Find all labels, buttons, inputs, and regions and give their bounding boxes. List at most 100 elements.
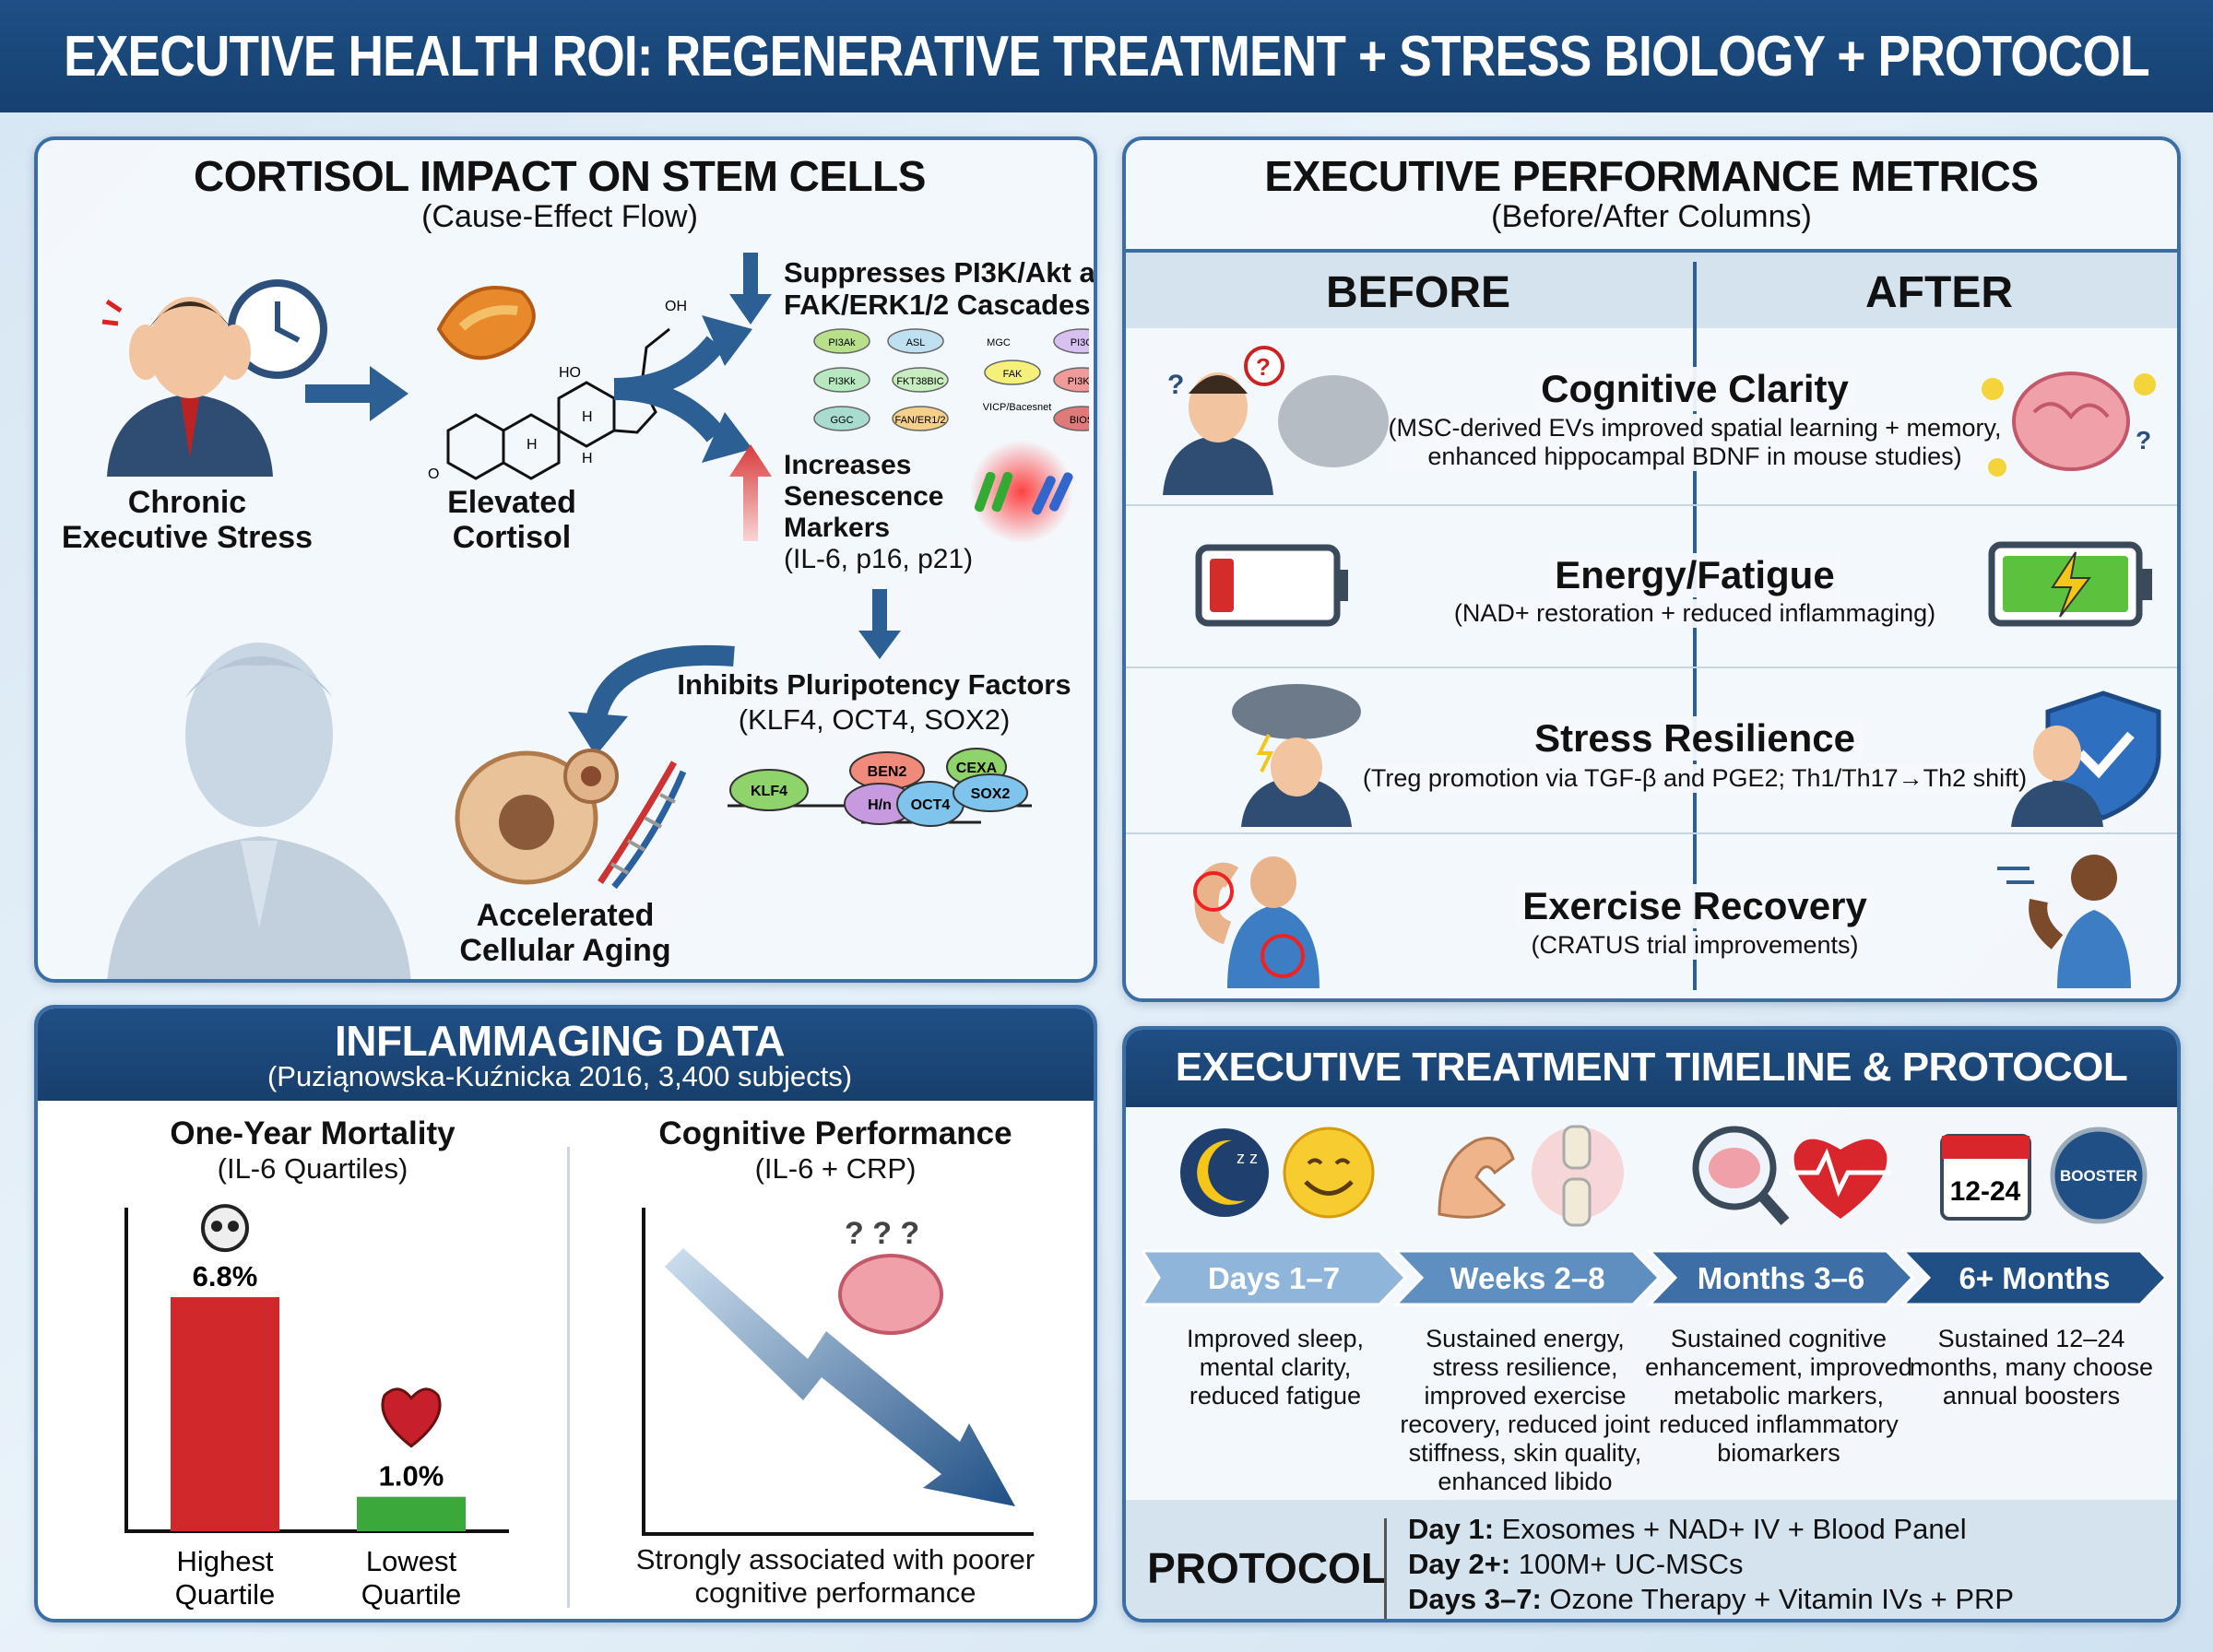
gene-label: BEN2 [868, 764, 907, 780]
phase-desc-line: biomarkers [1717, 1439, 1840, 1467]
phase-desc-line: improved exercise [1424, 1382, 1627, 1410]
stress-label-line: Executive Stress [61, 520, 314, 555]
confused-man-icon: ?? [1163, 346, 1389, 495]
metric-desc: (Treg promotion via TGF-β and PGE2; Th1/… [1362, 764, 2028, 793]
phase-icons-1: z z [1180, 1127, 1375, 1219]
metric-desc: (NAD+ restoration + reduced inflammaging… [1453, 599, 1936, 628]
increase-line: Increases [784, 450, 912, 480]
chevron [1899, 1249, 2166, 1306]
timeline-phase-1: Days 1–7 [1142, 1249, 1408, 1306]
senescence-protein-icon [969, 440, 1074, 544]
booster-badge-icon: BOOSTER [2050, 1127, 2148, 1224]
brain-icon [838, 1254, 943, 1335]
pathway-node [1053, 328, 1089, 354]
gene-label: OCT4 [911, 797, 951, 813]
metric-title: Cognitive Clarity [1533, 367, 1856, 411]
bar [357, 1496, 466, 1531]
protocol-day: Day 1: [1408, 1513, 1495, 1545]
phase-desc-line: reduced inflammatory [1659, 1410, 1899, 1438]
gene-label: H/n [868, 797, 892, 813]
phase-desc-line: stress resilience, [1432, 1353, 1618, 1381]
svg-text:?: ? [1167, 370, 1184, 400]
silhouette-icon [107, 643, 411, 979]
chevron [1392, 1249, 1662, 1306]
shield-man-icon [2011, 690, 2161, 827]
pathway-node-label: PI3Ak [828, 337, 856, 348]
runner-icon [1997, 855, 2131, 988]
metric-title: Stress Resilience [1527, 716, 1863, 761]
pathway-node [813, 406, 870, 431]
timeline-phase-4: 6+ Months [1899, 1249, 2166, 1306]
heart-icon [381, 1387, 442, 1448]
pathway-node [984, 360, 1041, 385]
category-label: Lowest [366, 1545, 457, 1577]
phase-desc-line: annual boosters [1942, 1382, 2121, 1410]
panel-title: INFLAMMAGING DATA [334, 1017, 786, 1065]
phase-desc-line: enhanced libido [1438, 1468, 1613, 1495]
phase-icons-2 [1438, 1125, 1624, 1227]
metric-desc-line: (Treg promotion via TGF-β and PGE2; Th1/… [1362, 764, 2028, 792]
molecule-label: HO [559, 365, 581, 381]
phase-label: Days 1–7 [1208, 1261, 1340, 1295]
phase-icons-4: 12-24 BOOSTER [1940, 1127, 2148, 1224]
category-label: Quartile [361, 1578, 462, 1611]
phase-desc-line: Sustained energy, [1426, 1325, 1625, 1352]
phase-icons-3 [1692, 1126, 1891, 1225]
pathway-node-label: PI3KZ [1068, 376, 1089, 387]
fork-arrow-icon [614, 315, 752, 463]
gene-label: KLF4 [751, 784, 787, 799]
chart-subtitle: (IL-6 + CRP) [754, 1152, 917, 1185]
curved-arrow-icon [568, 644, 735, 756]
pathway-node-label: PI3C [1071, 337, 1089, 348]
phase-desc-line: reduced fatigue [1189, 1382, 1362, 1410]
phase-desc-line: Sustained 12–24 [1937, 1325, 2125, 1352]
metric-desc: (CRATUS trial improvements) [1531, 931, 1859, 960]
panel-subtitle: (Puziąnowska-Kuźnicka 2016, 3,400 subjec… [266, 1060, 853, 1092]
down-arrow-icon [858, 589, 901, 659]
molecule-label: H [527, 437, 538, 453]
flexed-arm-icon [1438, 1137, 1515, 1219]
skull-eye [211, 1221, 222, 1233]
caption-line: cognitive performance [694, 1576, 976, 1609]
full-battery-icon [1988, 541, 2152, 627]
pathway-node-label: FAN/ER1/2 [894, 415, 945, 426]
molecule-label: O [428, 466, 439, 482]
molecule-label: H [582, 451, 593, 466]
aging-label-line: Accelerated [476, 898, 655, 933]
storm-cloud-man-icon [1232, 684, 1361, 827]
arrow-right-icon [305, 366, 408, 421]
cortisol-label-line: Cortisol [452, 520, 572, 555]
row-divider [1126, 832, 2177, 834]
booster-text: BOOSTER [2060, 1167, 2137, 1185]
gene-node [729, 769, 809, 811]
bar-value-label: 1.0% [379, 1460, 444, 1493]
pathway-node-label: MGC [987, 337, 1011, 348]
calendar-icon: 12-24 [1940, 1134, 2031, 1221]
panel-header-band [38, 1009, 1094, 1101]
metric-desc-line: (CRATUS trial improvements) [1531, 931, 1859, 959]
chart-title: One-Year Mortality [170, 1115, 456, 1151]
pathway-node [813, 367, 870, 393]
chevron [1646, 1249, 1915, 1306]
metric-desc-line: (MSC-derived EVs improved spatial learni… [1388, 414, 2002, 442]
phase-desc-line: months, many choose [1909, 1353, 2154, 1381]
column-header-band [1126, 253, 2177, 328]
cortisol-panel: CORTISOL IMPACT ON STEM CELLS (Cause-Eff… [34, 136, 1097, 983]
phase-desc-line: mental clarity, [1199, 1353, 1352, 1381]
inhibit-text: Inhibits Pluripotency Factors(KLF4, OCT4… [677, 667, 1071, 738]
panel-title: CORTISOL IMPACT ON STEM CELLS [194, 152, 926, 200]
pathway-node [887, 328, 944, 354]
phase-label: 6+ Months [1959, 1261, 2110, 1295]
calendar-text: 12-24 [1950, 1176, 2021, 1207]
knee-joint-icon [1532, 1125, 1624, 1227]
suppress-line: FAK/ERK1/2 Cascades [784, 289, 1091, 321]
aging-cell-dna-icon [455, 749, 687, 890]
pathway-node-label: FKT38BIC [896, 376, 943, 387]
phase-desc: Improved sleep,mental clarity,reduced fa… [1187, 1325, 1364, 1410]
pathway-node-label: GGC [830, 415, 853, 426]
